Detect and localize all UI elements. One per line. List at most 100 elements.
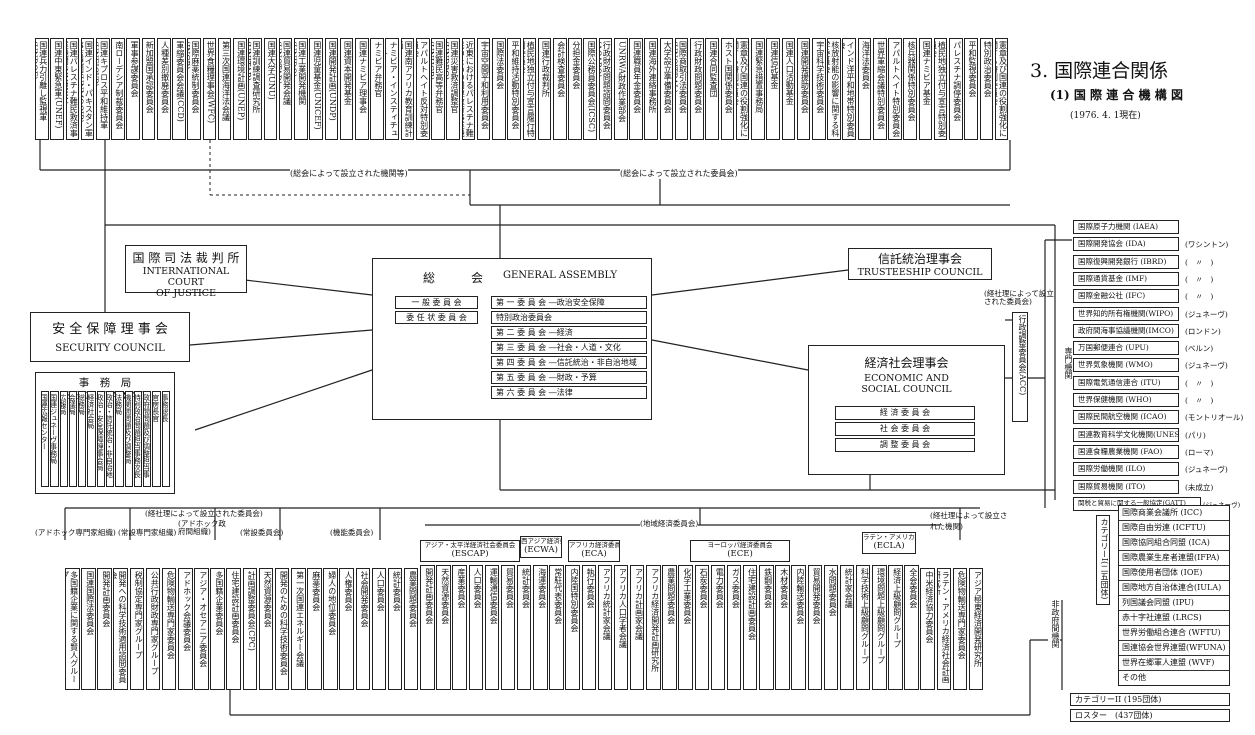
regional-commission-abbr: (ESCAP) — [451, 549, 489, 559]
secretariat-unit: 広報局 — [59, 391, 68, 487]
specialized-agency: 世界知的所有権機関(WIPO) — [1073, 306, 1179, 321]
ecosoc-subsidiary-box: 麻薬委員会 — [307, 568, 322, 690]
ecosoc-subsidiary-box: アフリカ統計家会議 — [597, 565, 613, 690]
specialized-agency-location: (ワシントン) — [1185, 240, 1229, 250]
top-agency-box: 核兵器関係特別委員会 — [903, 38, 918, 140]
top-agency-box: 国連大学(UNU) — [263, 38, 278, 140]
regional-commission-abbr: (ECA) — [581, 549, 607, 559]
ngo-organization: 国際農業生産者連盟(IFPA) — [1119, 551, 1229, 566]
ecosoc-subsidiary-box: アフリカ経済開発計画研究所 — [646, 565, 661, 690]
ga-main-committee: 第 四 委 員 会 ―信託統治・非自治地域 — [491, 356, 647, 369]
group-standing-committees: (常設委員会) — [240, 528, 284, 537]
ecosoc-subsidiary-box: アジア極東経済開発研究所 — [968, 568, 984, 690]
top-agency-box: 軍事参謀委員会 — [126, 38, 141, 140]
ecosoc-subsidiary-box: 海運委員会 — [533, 565, 548, 690]
regional-commission: ヨーロッパ経済委員会(ECE) — [690, 540, 790, 562]
regional-commission-label: ヨーロッパ経済委員会 — [707, 541, 773, 549]
specialized-agency: 国際労働機関 (ILO) — [1073, 462, 1179, 477]
ngo-organization: 世界在郷軍人連盟 (WVF) — [1119, 656, 1229, 671]
ecosoc-subsidiary-box: アフリカ人口学者会議 — [613, 565, 629, 690]
group-adhoc-experts: (アドホック専門家組織) — [35, 528, 116, 537]
top-agency-box: 海洋法委員会 — [857, 38, 872, 140]
top-agency-box: ナミビア弁務官 — [370, 38, 384, 140]
top-agency-box: 植民地独立付与宣言履行特別委員会 — [522, 38, 537, 140]
specialized-agency-location: (ジュネーヴ) — [1185, 309, 1228, 319]
top-agency-box: 核放射能の影響に関する科学委員会 — [827, 38, 841, 140]
top-agency-box: 国連緊急措置事務局 — [751, 38, 765, 140]
top-agency-box: 国際商取引法委員会(UNCITRAL) — [674, 38, 689, 140]
secretariat-unit: 機関間問題及び調整局 — [124, 391, 133, 487]
top-agency-box: 国連訓練調査研究所(UNITAR) — [248, 38, 262, 140]
ecosoc-subsidiary-box: 公共行政財政専門家グループ — [145, 568, 161, 690]
top-agency-box: 植民地独立付与宣言特別委員会 — [933, 38, 948, 140]
regional-commission: 西アジア経済委員会(ECWA) — [520, 536, 562, 558]
specialized-agency-location: (モントリオール) — [1185, 413, 1244, 423]
top-agency-box: 国連職員年金委員会 — [629, 38, 643, 140]
ga-main-committee: 特別政治委員会 — [491, 311, 647, 324]
top-agency-box: 国際法委員会 — [492, 38, 506, 140]
top-agency-box: 国連ナミビア基金 — [918, 38, 933, 140]
ecosoc-subsidiary-box: 開発計画委員会 — [420, 565, 435, 690]
specialized-agency: 世界保健機関 (WHO) — [1073, 393, 1179, 407]
ngo-organization: 列国議会同盟 (IPU) — [1119, 596, 1229, 611]
top-agency-box: 国連キプロス平和維持軍(UNFICYP) — [95, 38, 110, 140]
secretariat-unit: 法務局 — [115, 391, 124, 487]
regional-commission-label: アジア・太平洋経済社会委員会 — [424, 541, 516, 549]
security-ja: 安 全 保 障 理 事 会 — [52, 322, 168, 337]
top-agency-box: 軍縮委員会会議(CCD) — [172, 38, 186, 140]
ecosoc-subsidiary-box: 産業委員会 — [452, 565, 467, 690]
top-agency-box: 宇宙科学技術委員会 — [812, 38, 826, 140]
note-ecosoc-organs: (経社理によって設立された機関) — [930, 511, 1008, 531]
secretariat-unit: 国連広報センター — [41, 391, 50, 487]
ecosoc-subsidiary-box: 経済上級顧問グループ — [888, 565, 903, 690]
top-agency-box: 国連パレスチナ難民救済事業機関(UNRWA) — [65, 38, 80, 140]
top-agency-box: 国連資本開発基金 — [339, 38, 354, 140]
ga-main-committee: 第 五 委 員 会 ―財政・予算 — [491, 371, 647, 384]
trusteeship-ja: 信託統治理事会 — [877, 252, 962, 266]
specialized-agency-location: ( 〃 ) — [1185, 257, 1214, 267]
secretariat-unit: 政府間問題及び調整担当事務次長 — [143, 391, 152, 487]
ecosoc-subsidiary-box: 農業問題委員会 — [403, 568, 419, 690]
top-agency-box: 国連工業開発機関(UNIDO) — [294, 38, 308, 140]
ecosoc-subsidiary-box: 天然資源委員会 — [258, 568, 274, 690]
top-agency-box: アパルトヘイト反対特別委員会 — [415, 38, 430, 140]
regional-commission-abbr: (ECLA) — [873, 541, 905, 551]
ecosoc-subsidiary-box: アジア・オセアニア委員会 — [194, 568, 209, 690]
ecosoc-subsidiary-box: アドホック会議委員会 — [178, 568, 193, 690]
ecosoc-subsidiary-box: 人口委員会 — [468, 565, 484, 690]
specialized-agency-location: (ローマ) — [1185, 447, 1214, 457]
top-agency-box: 国連インド・パキスタン軍事監視団(UNMOGIP) — [80, 38, 95, 140]
ecosoc-subsidiary-box: 統計委員会 — [516, 565, 532, 690]
secretariat-unit: 総務局 — [78, 391, 87, 487]
note-ecosoc-committees: (経社理によって設立された委員会) — [145, 509, 263, 518]
ecosoc-subsidiary-box: 人権委員会 — [339, 568, 354, 690]
general-assembly-box: 総 会 GENERAL ASSEMBLY 一 般 委 員 会委 任 状 委 員 … — [372, 258, 652, 420]
top-agency-box: 特別政治委員会 — [979, 38, 994, 140]
top-agency-box: 国連中東緊急軍(UNEF) — [50, 38, 64, 140]
ecosoc-en2: SOCIAL COUNCIL — [861, 384, 952, 395]
ecosoc-committee: 経 済 委 員 会 — [835, 406, 975, 420]
top-agency-box: 第三次国連海洋法会議 — [217, 38, 232, 140]
specialized-agency-location: ( 〃 ) — [1185, 274, 1214, 284]
secretariat-unit: 会議局 — [68, 391, 78, 487]
ecosoc-subsidiary-box: ガス委員会 — [726, 565, 742, 690]
top-agency-box: 国連環境計画(UNEP) — [233, 38, 247, 140]
security-en: SECURITY COUNCIL — [55, 343, 165, 354]
top-agency-box: 平和維持活動特別委員会 — [507, 38, 521, 140]
ecosoc-subsidiary-box: 貿易委員会 — [500, 565, 516, 690]
top-agency-box: UNRWA財政作業部会 — [613, 38, 628, 140]
specialized-agency-location: ( 〃 ) — [1185, 292, 1214, 302]
ga-main-committee: 第 一 委 員 会 ―政治安全保障 — [491, 296, 647, 309]
top-agency-box: アパルトヘイト特別委員会 — [888, 38, 902, 140]
ecosoc-subsidiary-box: 多国籍企業委員会 — [210, 568, 225, 690]
acc-box: 行政調整委員会(ACC) — [1012, 312, 1028, 422]
page-title: 3. 国際連合関係 — [1030, 60, 1169, 82]
top-agency-box: 国連災害救済調整官(UNDRO) — [446, 38, 460, 140]
ngo-cat1-label: カテゴリーI(二五団体) — [1096, 515, 1110, 605]
top-agency-box: 国連貿易開発会議(UNCTAD) — [278, 38, 293, 140]
top-agency-box: 会計検査委員会 — [553, 38, 567, 140]
top-agency-box: 国連南アフリカ教育訓練計画 — [400, 38, 415, 140]
ecosoc-subsidiary-box: ラテン・アメリカ経済社会計画研究所 — [936, 568, 952, 690]
ecosoc-subsidiary-box: 石炭委員会 — [694, 565, 710, 690]
